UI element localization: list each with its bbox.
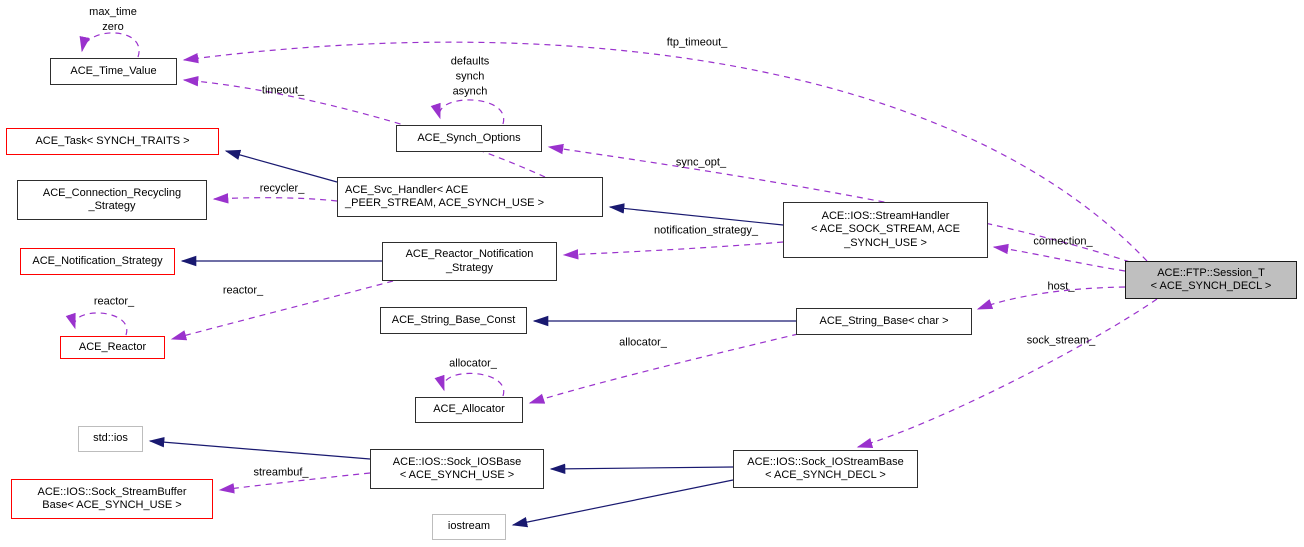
node-ace-ios-sock-iosbase[interactable]: ACE::IOS::Sock_IOSBase < ACE_SYNCH_USE > [370,449,544,489]
edge-label-host: host_ [1047,280,1075,293]
edge-label-timeout: timeout_ [261,84,305,97]
edge-label-streambuf: streambuf_ [253,466,309,479]
node-ace-string-base-char[interactable]: ACE_String_Base< char > [796,308,972,335]
node-ace-ios-sock-iostreambase[interactable]: ACE::IOS::Sock_IOStreamBase < ACE_SYNCH_… [733,450,918,488]
edge-label-allocator-self: allocator_ [449,357,497,370]
edge-connection [992,243,1126,272]
node-ace-reactor[interactable]: ACE_Reactor [60,336,165,359]
node-ace-synch-options[interactable]: ACE_Synch_Options [396,125,542,152]
edge-sock-iostreambase-to-iostream [511,479,734,528]
edge-host [976,286,1126,310]
edge-label-reactor: reactor_ [222,284,264,297]
node-ace-time-value[interactable]: ACE_Time_Value [50,58,177,85]
edge-time-value-self-loop [79,32,140,58]
edge-streambuf [218,472,371,494]
node-iostream: iostream [432,514,506,540]
node-ace-ios-stream-handler[interactable]: ACE::IOS::StreamHandler < ACE_SOCK_STREA… [783,202,988,258]
node-ace-ios-sock-streambuffer-base[interactable]: ACE::IOS::Sock_StreamBuffer Base< ACE_SY… [11,479,213,519]
edge-notification-strategy [562,241,784,260]
edge-recycler [212,193,338,204]
edge-reactor-self-loop [65,312,128,336]
edge-reactor [170,280,394,341]
edge-allocator-self-loop [434,372,505,397]
edge-svc-handler-to-task [224,149,338,183]
node-ace-reactor-notification-strategy[interactable]: ACE_Reactor_Notification _Strategy [382,242,557,281]
edge-label-ftp-timeout: ftp_timeout_ [666,36,728,49]
node-ace-connection-recycling-strategy[interactable]: ACE_Connection_Recycling _Strategy [17,180,207,220]
edge-synch-options-self-loop [430,99,505,125]
edge-stream-handler-to-svc-handler [608,203,784,226]
edge-label-reactor-self: reactor_ [93,295,135,308]
edge-label-max-time-zero: max_time zero [89,6,137,33]
edge-label-allocator: allocator_ [619,336,667,349]
edge-label-recycler: recycler_ [259,182,305,195]
edge-label-sock-stream: sock_stream_ [1026,334,1096,347]
node-ace-allocator[interactable]: ACE_Allocator [415,397,523,423]
node-ace-string-base-const[interactable]: ACE_String_Base_Const [380,307,527,334]
edge-allocator [528,333,799,404]
node-std-ios: std::ios [78,426,143,452]
edge-label-connection: connection_ [1033,235,1093,248]
node-ace-svc-handler[interactable]: ACE_Svc_Handler< ACE _PEER_STREAM, ACE_S… [337,177,603,217]
edge-label-notification-strategy: notification_strategy_ [654,224,758,237]
node-ace-task[interactable]: ACE_Task< SYNCH_TRAITS > [6,128,219,155]
edge-sock-stream [856,298,1158,448]
node-ace-ftp-session-t: ACE::FTP::Session_T < ACE_SYNCH_DECL > [1125,261,1297,299]
edge-label-sync-opt: sync_opt_ [675,156,727,169]
edge-sync-opt [547,143,1131,263]
edge-label-defaults-synch-asynch: defaults synch asynch [450,55,490,98]
node-ace-notification-strategy[interactable]: ACE_Notification_Strategy [20,248,175,275]
edge-sock-iosbase-to-std-ios [148,436,371,460]
edge-sock-iostreambase-to-sock-iosbase [549,463,734,475]
edge-timeout [182,76,546,178]
